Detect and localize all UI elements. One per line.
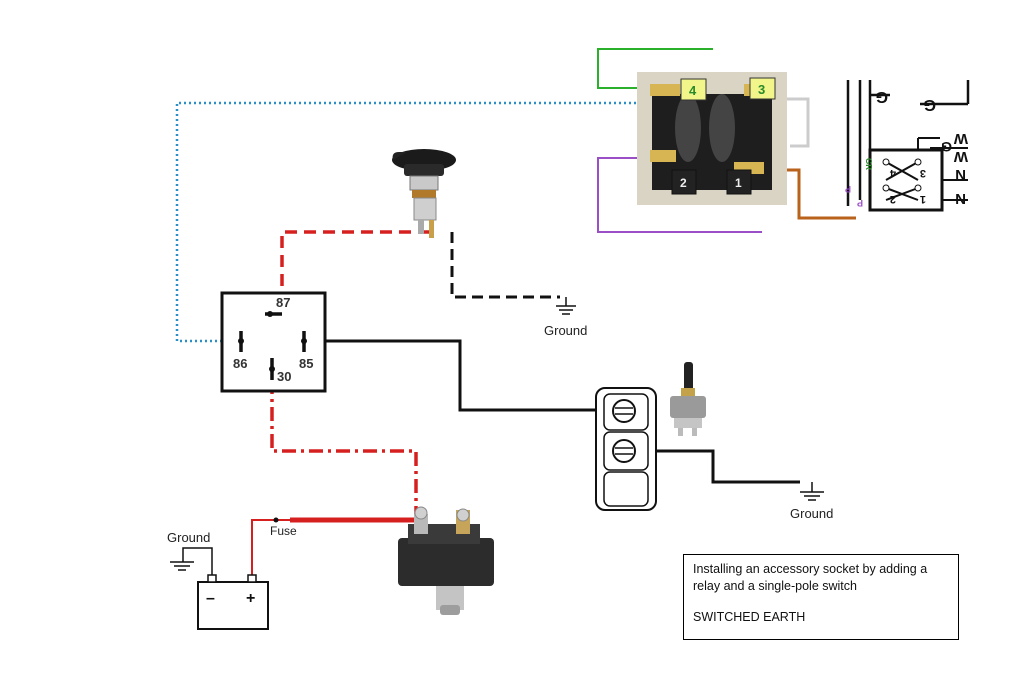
- solenoid-icon: [398, 506, 494, 615]
- accessory-socket-icon: [392, 149, 456, 238]
- ground-label-right: Ground: [790, 506, 833, 521]
- relay-pin-30: 30: [277, 369, 291, 384]
- ground-symbol-right: [800, 482, 824, 501]
- green-wire: [597, 48, 713, 89]
- schematic-g3: G: [941, 139, 952, 155]
- schematic-p2: P: [857, 198, 863, 208]
- wire-battery-ground: [182, 547, 213, 578]
- black-wire-85-switch: [308, 339, 612, 412]
- purple-wire: [597, 157, 762, 233]
- black-wire-switch-ground: [630, 449, 800, 484]
- battery-plus: +: [246, 590, 255, 607]
- ground-symbol-left: [170, 561, 194, 571]
- terminal-3-badge: [749, 77, 776, 100]
- black-dashed-wire-socket-ground: [450, 232, 560, 299]
- fuse-junction: [273, 517, 279, 523]
- switch-schematic: G G G W W N N GR P P 4 3 2 1: [845, 80, 970, 212]
- ground-label-left: Ground: [167, 530, 210, 545]
- schematic-g2: G: [924, 96, 936, 113]
- red-dashdot-wire-30-solenoid: [270, 380, 418, 518]
- terminal-2-label: 2: [680, 176, 687, 190]
- schematic-n2: N: [955, 190, 966, 207]
- schematic-w1: W: [953, 130, 968, 147]
- relay-pin-86: 86: [233, 356, 247, 371]
- toggle-switch-icon: [670, 362, 706, 436]
- terminal-1-badge: [726, 169, 752, 195]
- ground-symbol-top: [556, 297, 576, 315]
- red-dashed-wire-87-socket: [280, 230, 432, 305]
- battery: – +: [197, 574, 269, 630]
- ground-label-top: Ground: [544, 323, 587, 338]
- battery-minus: –: [206, 590, 215, 607]
- schematic-t1: 1: [920, 193, 926, 205]
- schematic-n1: N: [955, 166, 966, 183]
- switch-panel: [595, 387, 657, 511]
- switch-terminal-photo: 4 3 2 1: [637, 72, 787, 205]
- caption-box: Installing an accessory socket by adding…: [683, 554, 959, 640]
- terminal-3-label: 3: [758, 82, 765, 97]
- relay: 87 86 85 30: [220, 291, 327, 393]
- caption-line-1: Installing an accessory socket by adding…: [693, 562, 928, 593]
- terminal-1-label: 1: [735, 176, 742, 190]
- schematic-t4: 4: [889, 167, 896, 179]
- terminal-2-badge: [671, 169, 697, 195]
- schematic-gr: GR: [864, 158, 873, 170]
- schematic-p1: P: [845, 184, 851, 194]
- terminal-4-badge: [680, 78, 707, 101]
- fuse-label: Fuse: [270, 524, 297, 538]
- schematic-t3: 3: [920, 167, 926, 179]
- schematic-w2: W: [953, 148, 968, 165]
- caption-line-2: SWITCHED EARTH: [693, 610, 806, 624]
- schematic-t2: 2: [890, 193, 896, 205]
- relay-pin-85: 85: [299, 356, 313, 371]
- relay-pin-87: 87: [276, 295, 290, 310]
- schematic-g1: G: [876, 88, 888, 105]
- terminal-4-label: 4: [689, 83, 697, 98]
- grey-wire: [780, 97, 810, 148]
